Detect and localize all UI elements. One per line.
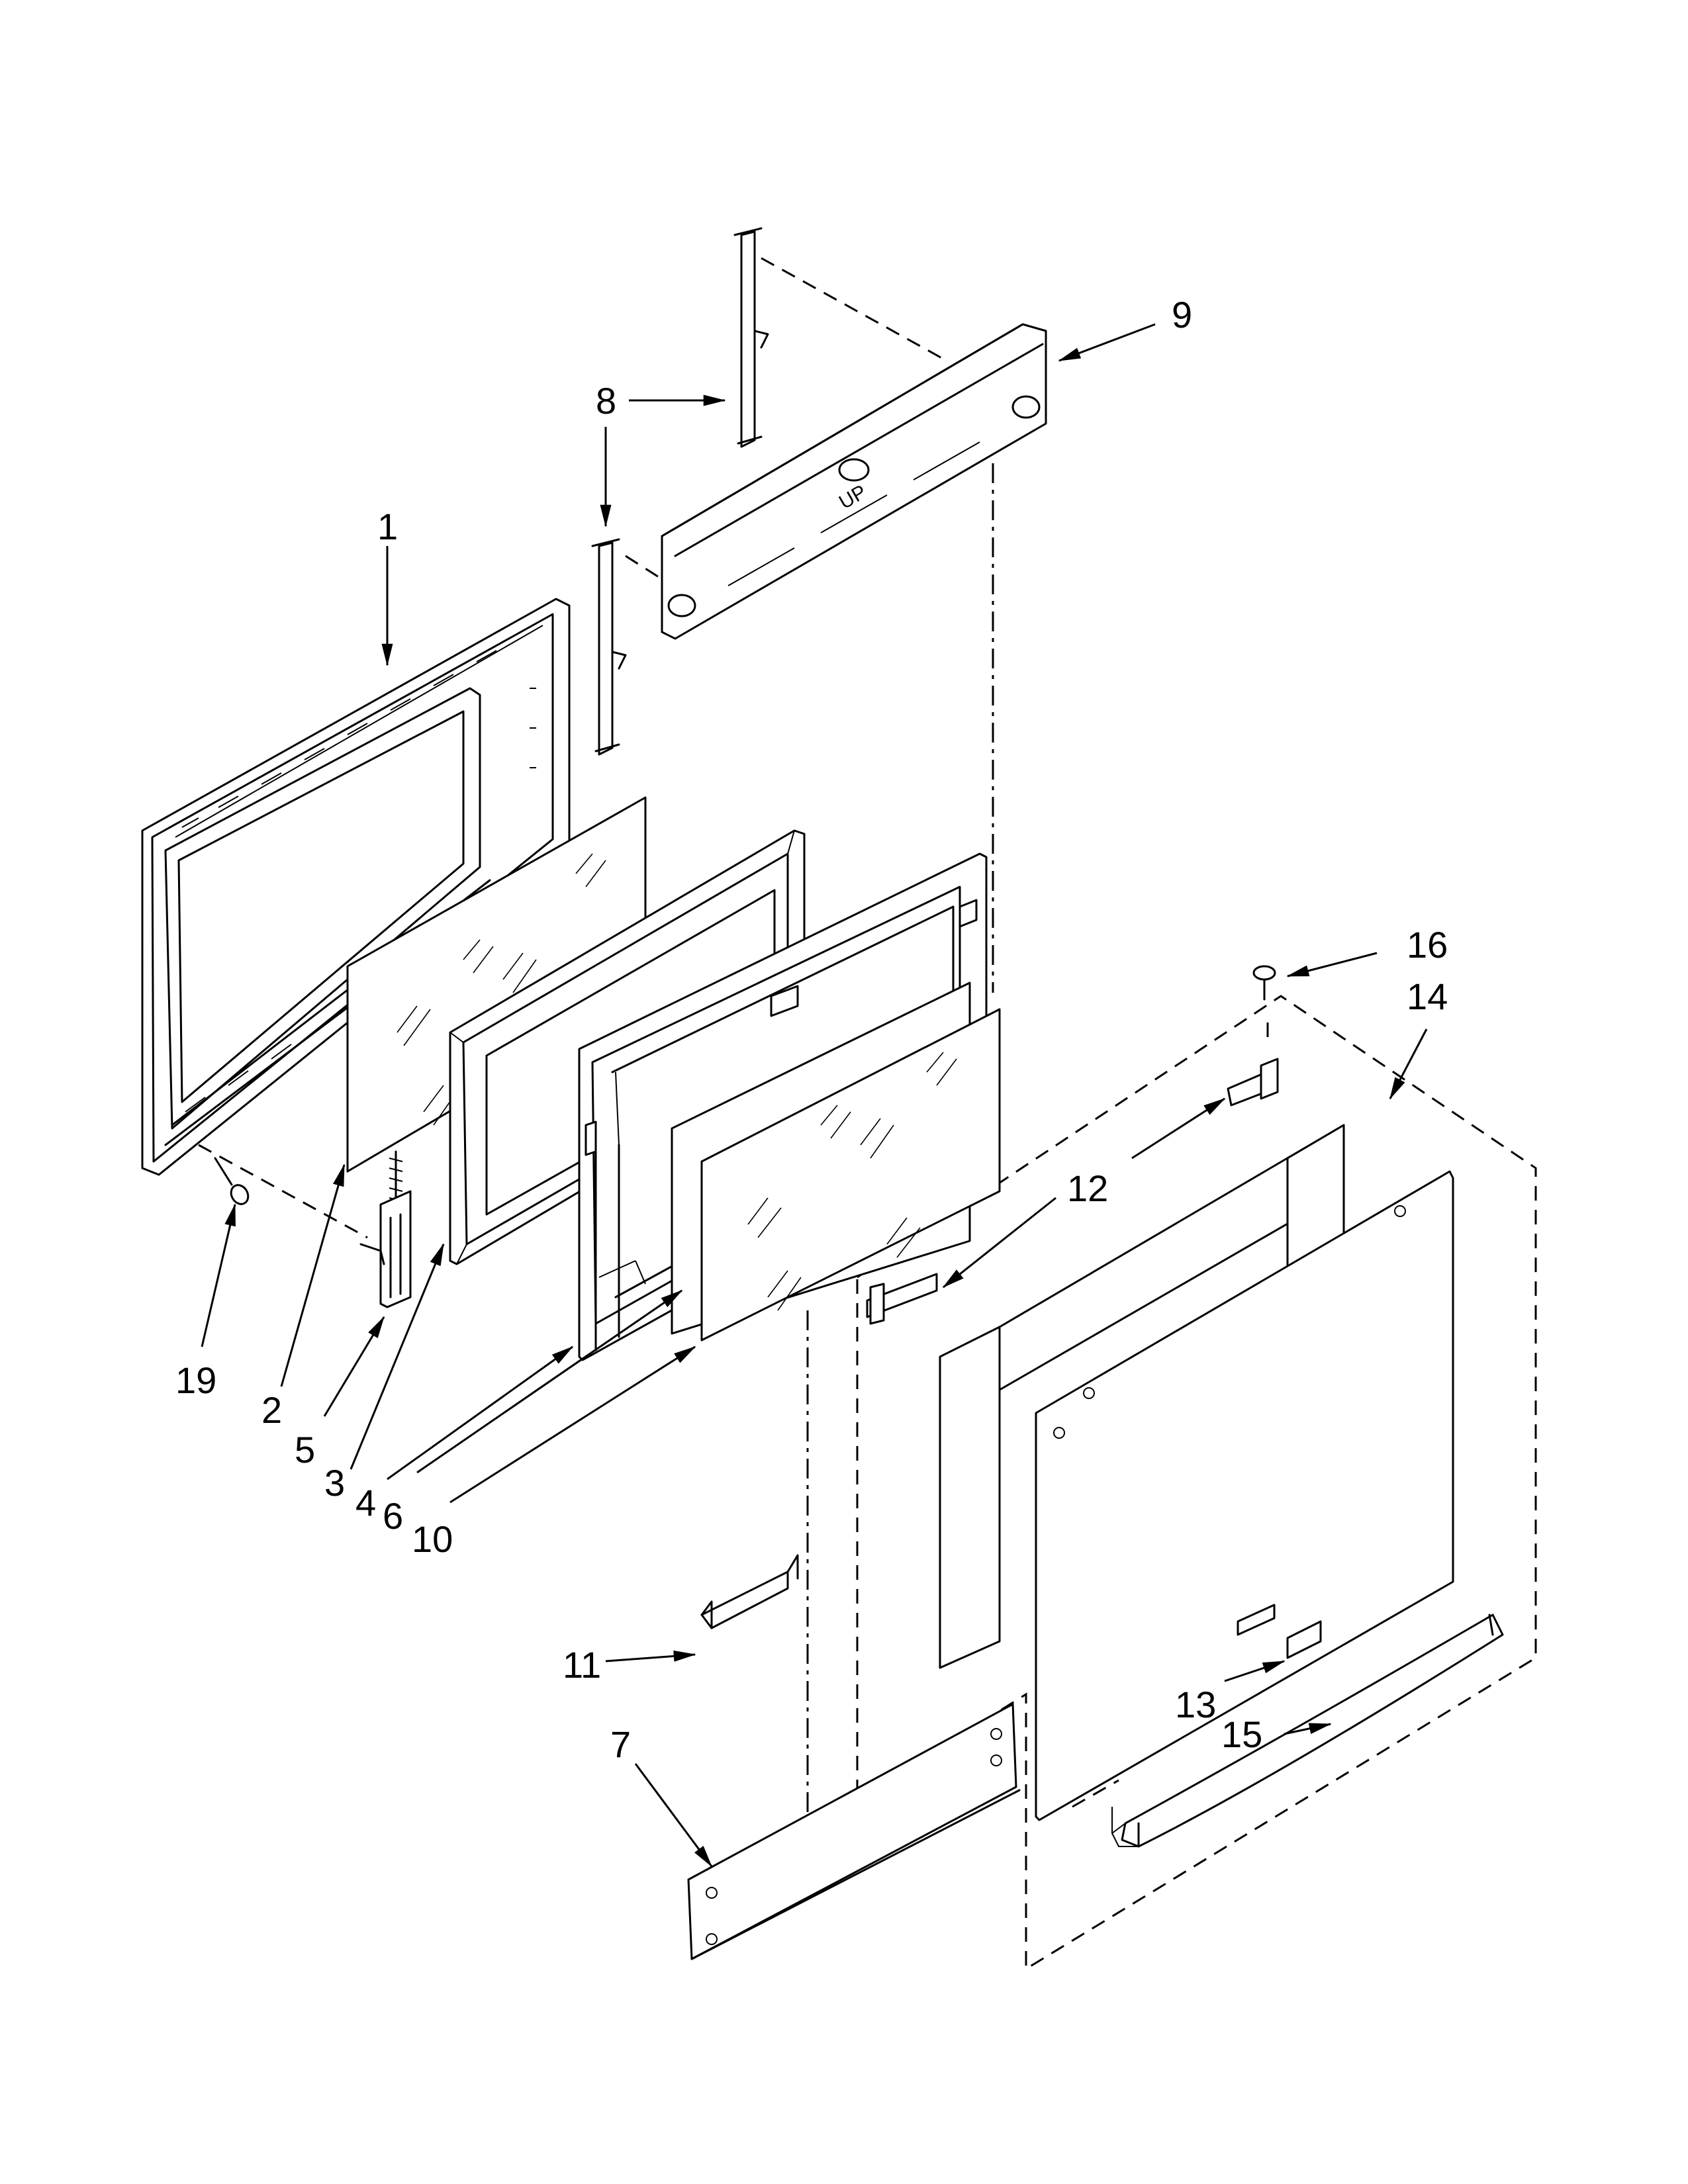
door-hinge [359, 1150, 412, 1308]
mounting-screw [1252, 965, 1276, 1001]
callout-2: 2 [261, 1389, 282, 1431]
callout-1: 1 [377, 506, 398, 547]
callout-9: 9 [1172, 294, 1192, 336]
callout-10: 10 [412, 1518, 453, 1560]
outer-door-panel [1035, 1170, 1454, 1821]
inner-door-liner [141, 598, 571, 1176]
callout-12: 12 [1067, 1167, 1108, 1209]
callout-3: 3 [324, 1462, 345, 1504]
door-bumper [214, 1157, 250, 1205]
callout-13: 13 [1175, 1684, 1216, 1725]
callout-5: 5 [295, 1429, 315, 1471]
callout-6: 6 [383, 1495, 403, 1537]
leader-lines [201, 323, 1428, 1868]
outer-door-top-strip [998, 1124, 1345, 1391]
door-badge [1237, 1604, 1322, 1659]
callout-14: 14 [1407, 976, 1448, 1017]
side-bracket-lower [591, 538, 627, 756]
callout-16: 16 [1407, 924, 1448, 966]
top-vent-panel: UP [661, 323, 1047, 640]
outer-glass [700, 1008, 1001, 1342]
callout-15: 15 [1221, 1713, 1262, 1755]
callout-19: 19 [175, 1359, 216, 1401]
hinge-receiver-right [1227, 1058, 1279, 1107]
bottom-door-trim [687, 1703, 1021, 1960]
bottom-small-bracket [700, 1554, 799, 1629]
side-bracket-upper [733, 227, 769, 448]
outer-door-rear-strip [939, 1326, 1001, 1669]
callout-8: 8 [596, 380, 616, 422]
callout-11: 11 [563, 1644, 601, 1686]
hinge-receiver-left [866, 1273, 938, 1325]
callout-labels: 1 2 3 4 5 6 7 8 9 10 11 12 13 14 15 16 1… [175, 294, 1448, 1765]
callout-4: 4 [355, 1482, 376, 1524]
callout-7: 7 [610, 1723, 631, 1765]
